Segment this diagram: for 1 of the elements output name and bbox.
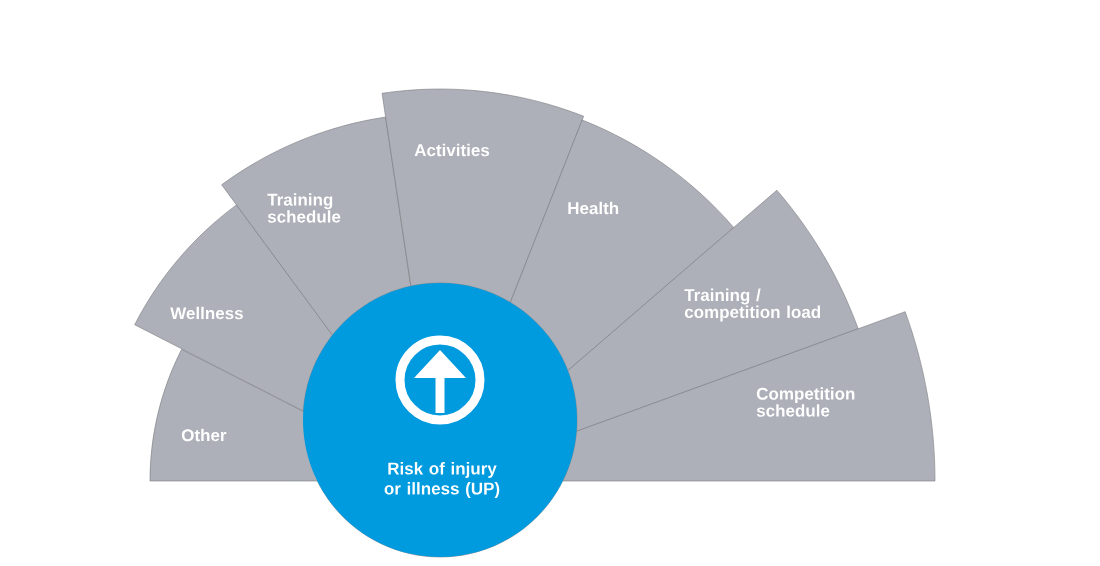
node-label: Other [181,428,227,442]
